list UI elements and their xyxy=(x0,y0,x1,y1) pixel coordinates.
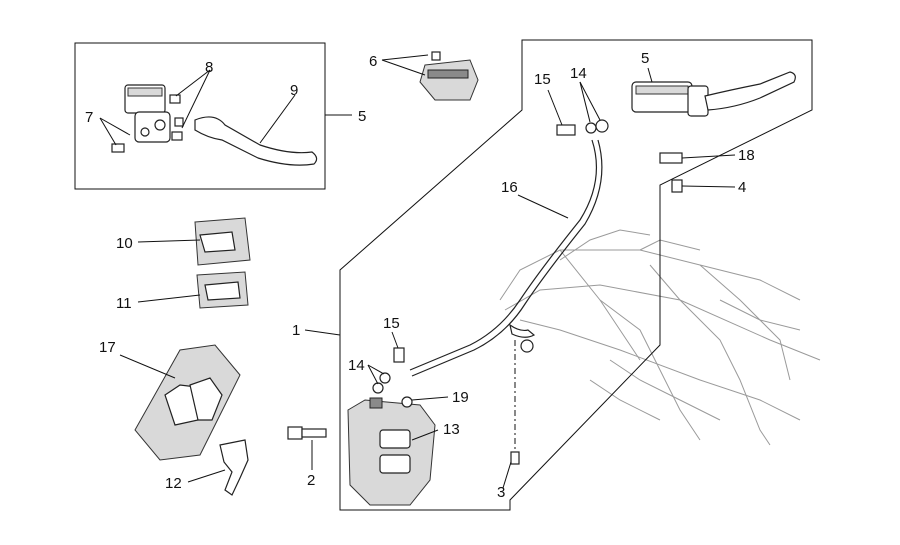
callout-7: 7 xyxy=(85,109,93,126)
spring-clip-12 xyxy=(219,439,249,496)
washers-14 xyxy=(372,372,391,394)
callout-15-top: 15 xyxy=(534,71,551,88)
banjo-bolt-top xyxy=(556,119,609,136)
right-assembly-outline xyxy=(339,39,813,511)
callout-5-right: 5 xyxy=(641,50,649,67)
callout-8: 8 xyxy=(205,59,213,76)
brake-pads-17 xyxy=(134,344,241,461)
callout-13: 13 xyxy=(443,421,460,438)
master-cylinder-left xyxy=(124,84,171,143)
screw-4 xyxy=(671,179,683,193)
callout-2: 2 xyxy=(307,472,315,489)
callout-12: 12 xyxy=(165,475,182,492)
callout-9: 9 xyxy=(290,82,298,99)
cap-19 xyxy=(401,396,413,408)
callout-16: 16 xyxy=(501,179,518,196)
reservoir-6 xyxy=(419,51,479,101)
callout-3: 3 xyxy=(497,484,505,501)
brake-caliper xyxy=(347,397,436,506)
callout-labels: 7 8 9 5 6 15 14 5 18 4 16 10 11 17 1 15 … xyxy=(85,50,755,501)
bleeder-15 xyxy=(393,347,405,363)
callout-14-lower: 14 xyxy=(348,357,365,374)
master-cylinder-right xyxy=(631,81,709,117)
callout-19: 19 xyxy=(452,389,469,406)
clamp-18 xyxy=(659,152,683,164)
motorcycle-frame xyxy=(499,229,821,446)
pad-kit-11 xyxy=(196,271,249,309)
callout-11: 11 xyxy=(116,295,132,312)
hose-16 xyxy=(409,139,603,377)
bleeder-3 xyxy=(510,451,520,465)
callout-1: 1 xyxy=(292,322,300,339)
pad-kit-10 xyxy=(194,217,251,266)
callout-4: 4 xyxy=(738,179,746,196)
callout-17: 17 xyxy=(99,339,116,356)
callout-5-left: 5 xyxy=(358,108,366,125)
callout-14-top: 14 xyxy=(570,65,587,82)
brake-lever-right xyxy=(704,71,796,111)
callout-18: 18 xyxy=(738,147,755,164)
bolt-2 xyxy=(287,426,327,440)
brake-lever-left xyxy=(194,116,318,166)
callout-10: 10 xyxy=(116,235,133,252)
callout-15-lower: 15 xyxy=(383,315,400,332)
leader-lines xyxy=(99,54,736,489)
callout-6: 6 xyxy=(369,53,377,70)
bolts-left xyxy=(111,94,184,153)
lever-assembly-box xyxy=(74,42,326,190)
hose-fitting-lower xyxy=(509,323,536,353)
